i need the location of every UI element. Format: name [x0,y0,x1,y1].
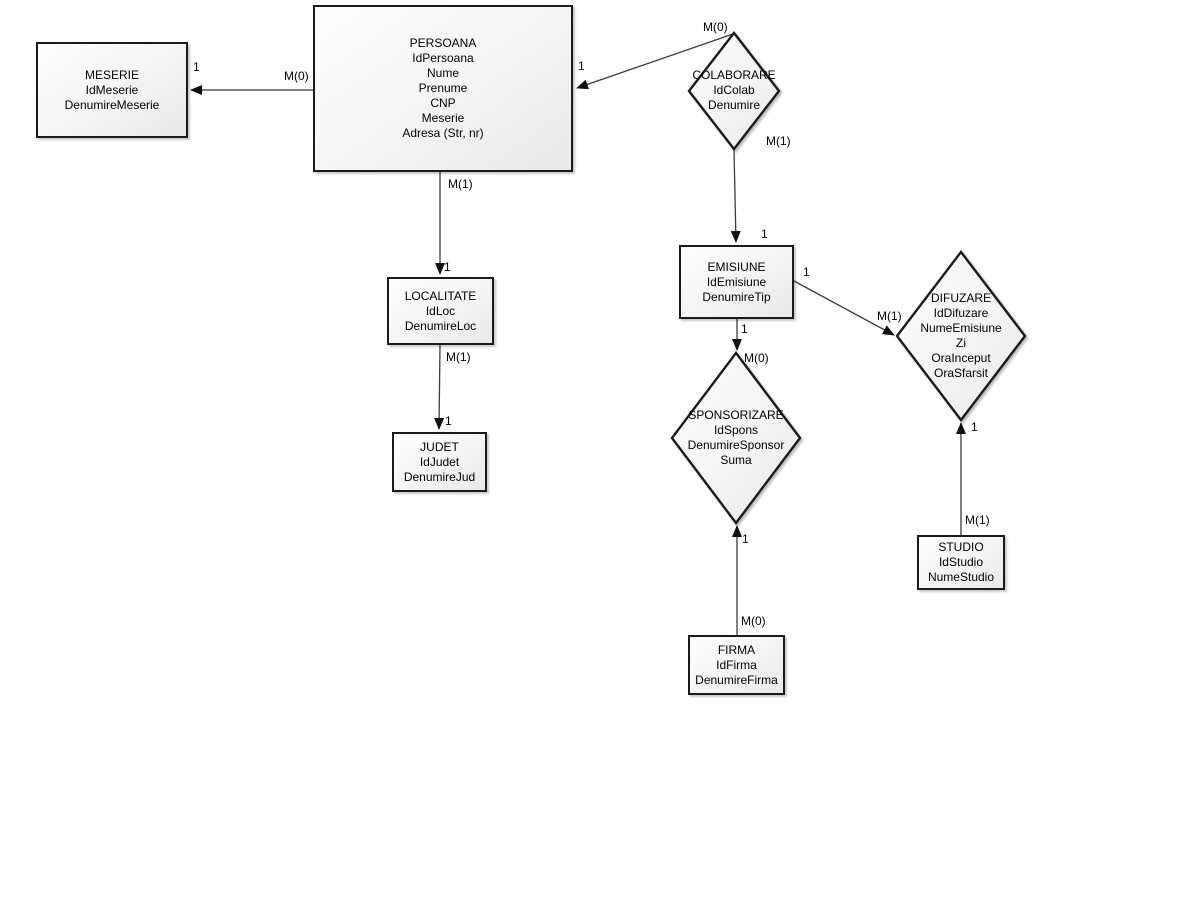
entity-persoana-attr: IdPersoana [412,51,474,65]
cardinality-label-firma-sponsorizare-many: M(0) [741,614,766,628]
entity-emisiune[interactable]: EMISIUNE IdEmisiune DenumireTip [679,245,794,319]
cardinality-label-colaborare-bottom-many: M(1) [766,134,791,148]
cardinality-label-studio-difuzare-many: M(1) [965,513,990,527]
entity-persoana-attr: Meserie [421,111,465,125]
entity-meserie-attr: DenumireMeserie [64,97,160,112]
entity-persoana-attr: Nume [426,66,459,80]
entity-persoana[interactable]: PERSOANA IdPersoana Nume Prenume CNP Mes… [313,5,573,172]
entity-localitate-title: LOCALITATE [404,288,477,303]
entity-localitate[interactable]: LOCALITATE IdLoc DenumireLoc [387,277,494,345]
entity-persoana-attr: CNP [430,96,456,110]
cardinality-label-emisiune-difuzare-one: 1 [803,265,810,279]
cardinality-label-emisiune-difuzare-many: M(1) [877,309,902,323]
cardinality-label-colaborare-top-many: M(0) [703,20,728,34]
entity-judet-attr: IdJudet [419,454,460,469]
entity-firma-attr: DenumireFirma [695,672,778,687]
entity-judet-attr: DenumireJud [403,469,476,484]
connector-colaborare-persoana [576,33,734,90]
entity-firma[interactable]: FIRMA IdFirma DenumireFirma [688,635,785,695]
connector-localitate-judet [434,344,445,430]
cardinality-label-persoana-meserie-one: 1 [193,60,200,74]
cardinality-label-emisiune-sponsorizare-many: M(0) [744,351,769,365]
entity-meserie[interactable]: MESERIE IdMeserie DenumireMeserie [36,42,188,138]
cardinality-label-persoana-meserie-many: M(0) [284,69,309,83]
entity-persoana-title: PERSOANA [409,36,477,50]
cardinality-label-emisiune-sponsorizare-one: 1 [741,322,748,336]
entity-judet-title: JUDET [420,439,459,454]
connector-colaborare-emisiune [730,149,741,243]
entity-emisiune-attr: DenumireTip [702,289,771,304]
entity-studio-title: STUDIO [938,540,984,554]
relationship-colaborare-shape[interactable] [687,31,781,151]
entity-meserie-title: MESERIE [84,67,139,82]
entity-firma-attr: IdFirma [716,657,757,672]
cardinality-label-firma-sponsorizare-one: 1 [742,532,749,546]
entity-judet[interactable]: JUDET IdJudet DenumireJud [392,432,487,492]
cardinality-label-localitate-judet-many: M(1) [446,350,471,364]
relationship-sponsorizare-shape[interactable] [670,351,802,525]
cardinality-label-persoana-localitate-one: 1 [444,260,451,274]
entity-studio-attr: IdStudio [938,555,984,569]
relationship-difuzare-shape[interactable] [895,250,1027,422]
entity-persoana-attr: Adresa (Str, nr) [402,126,484,140]
entity-studio[interactable]: STUDIO IdStudio NumeStudio [917,535,1005,590]
cardinality-label-localitate-judet-one: 1 [445,414,452,428]
entity-emisiune-attr: IdEmisiune [706,274,767,289]
entity-persoana-attr: Prenume [418,81,468,95]
entity-localitate-attr: DenumireLoc [404,318,477,333]
connector-emisiune-difuzare [793,280,895,336]
entity-firma-title: FIRMA [717,642,756,657]
cardinality-label-studio-difuzare-one: 1 [971,420,978,434]
cardinality-label-colaborare-emisiune-one: 1 [761,227,768,241]
cardinality-label-persoana-localitate-many: M(1) [448,177,473,191]
entity-emisiune-title: EMISIUNE [707,259,766,274]
cardinality-label-colaborare-persoana-one: 1 [578,59,585,73]
entity-meserie-attr: IdMeserie [85,82,139,97]
entity-studio-attr: NumeStudio [927,570,995,584]
entity-localitate-attr: IdLoc [425,303,456,318]
